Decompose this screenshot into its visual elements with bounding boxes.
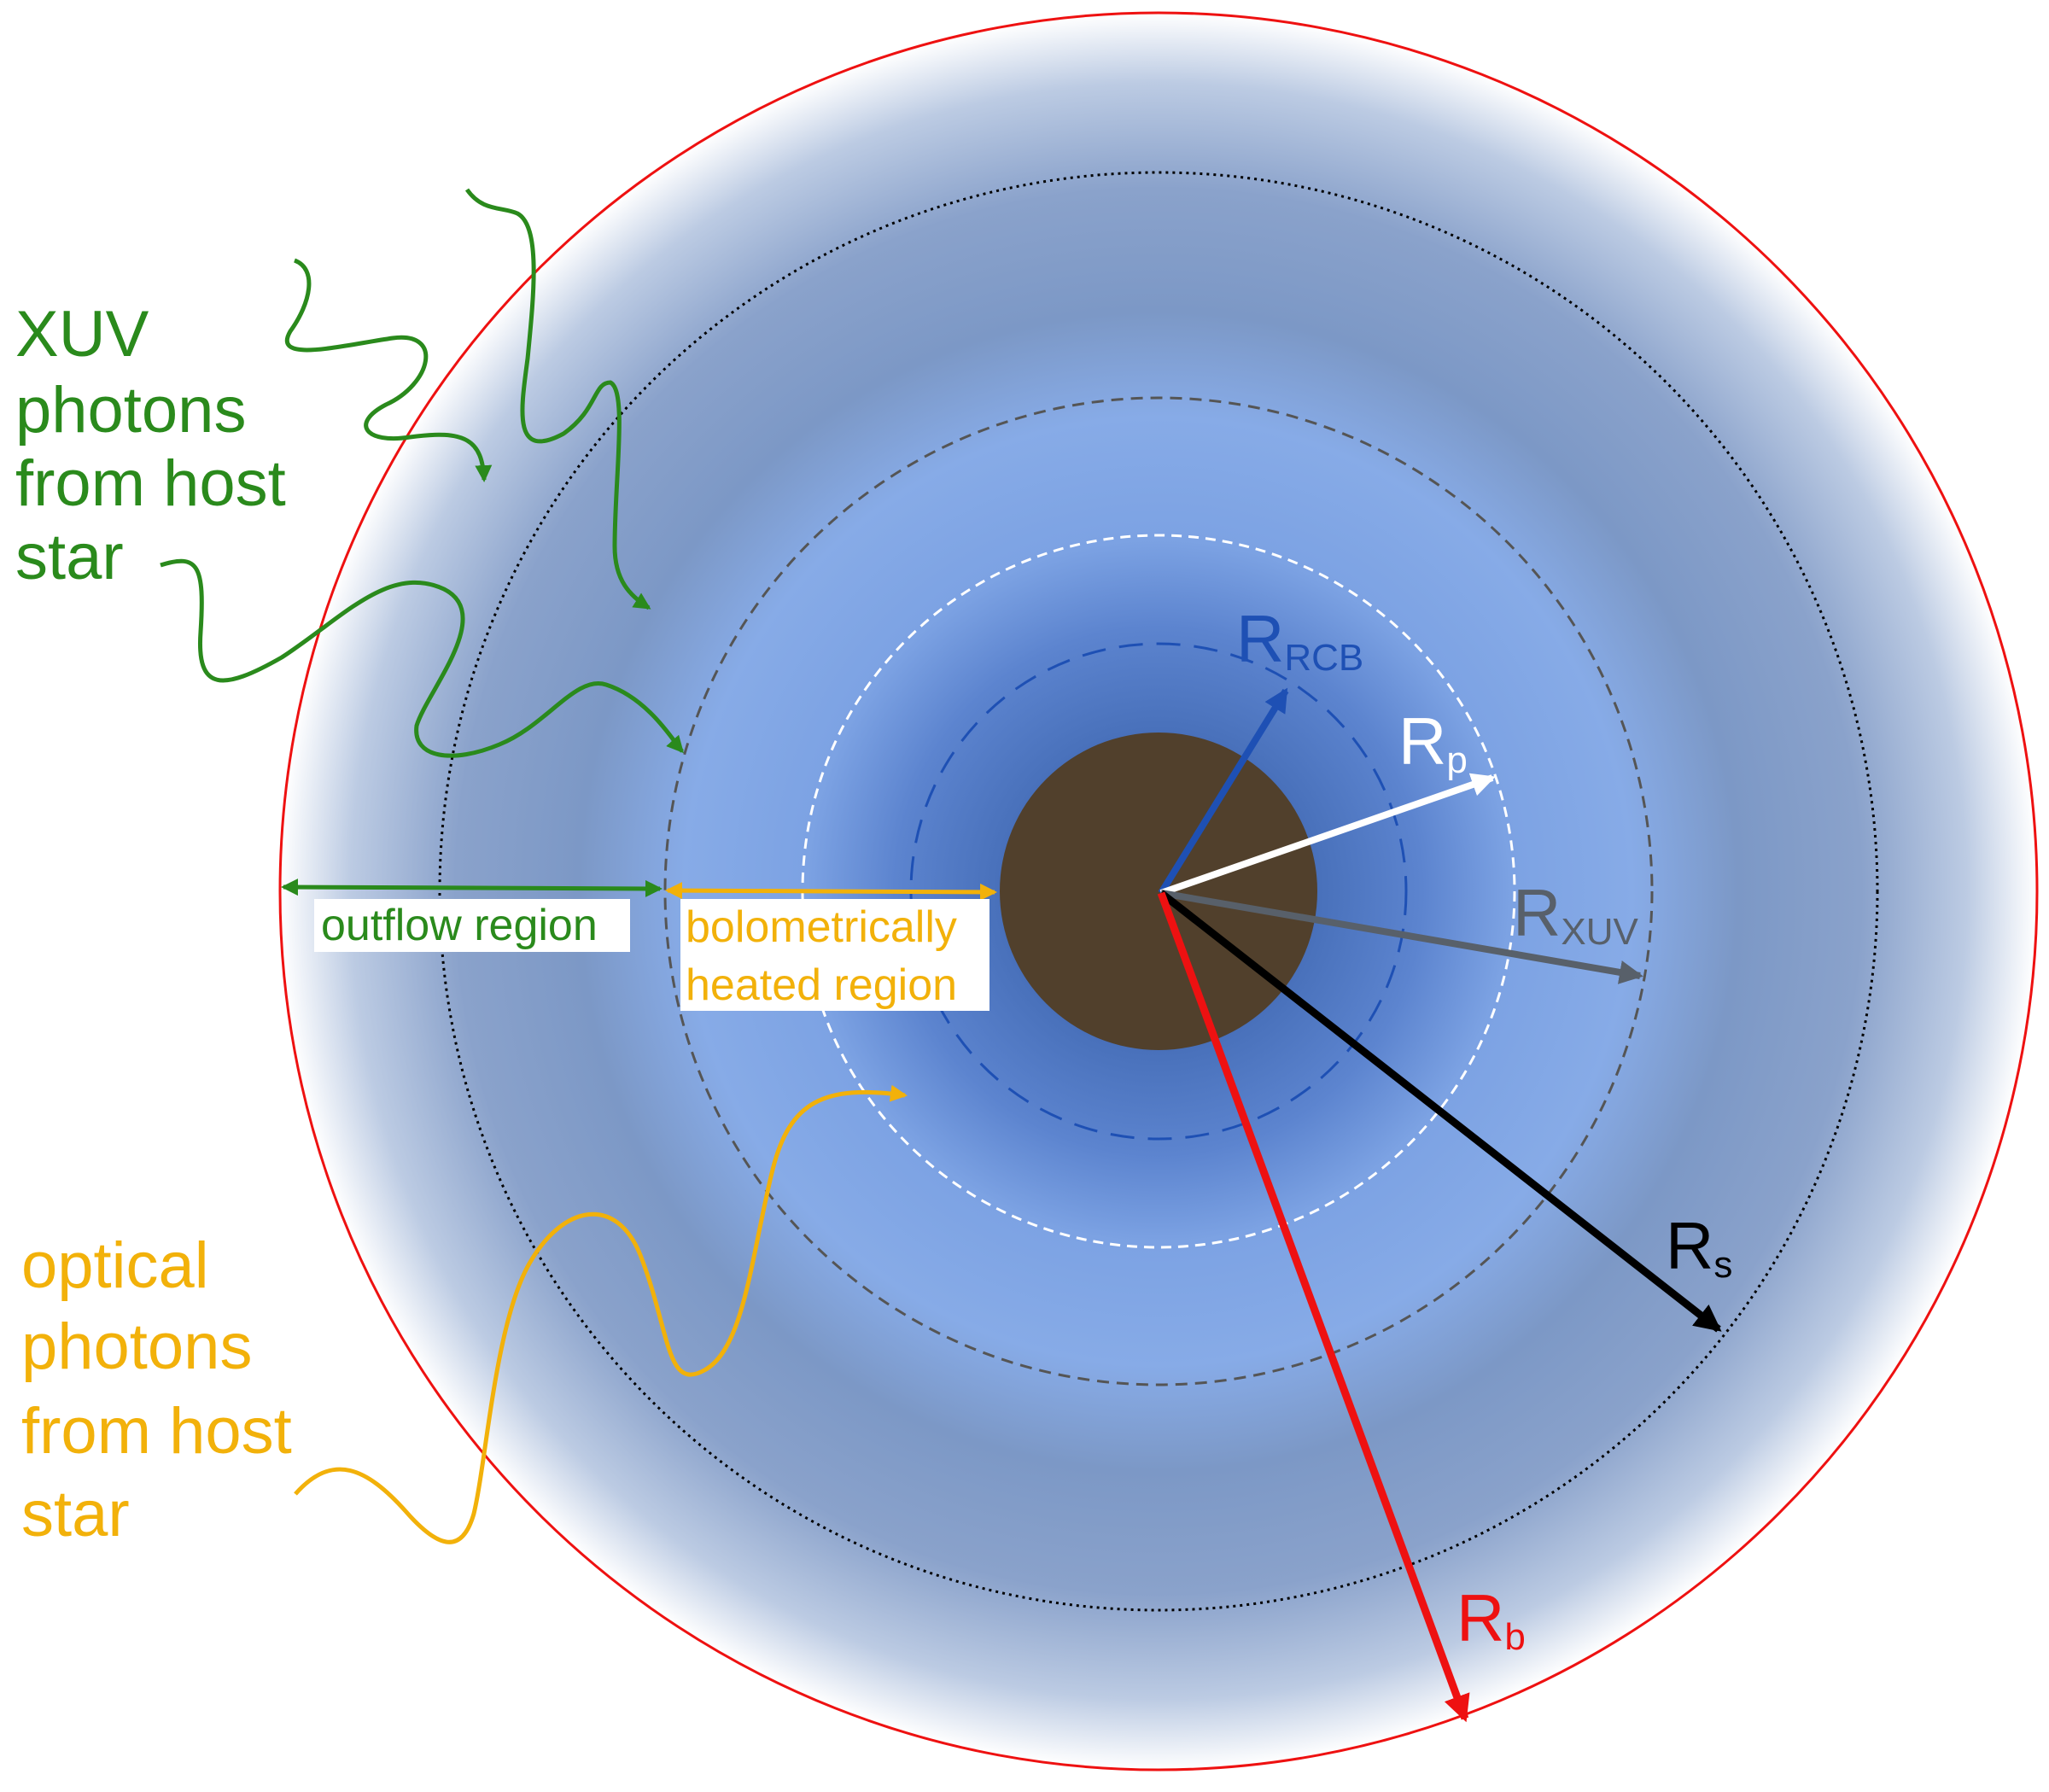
- rb-arrow: [1157, 891, 1470, 1723]
- xuv-photons-line-1: XUV: [15, 298, 149, 371]
- bolometric-region-arrow: [665, 882, 997, 901]
- rcb-label-main: R: [1236, 601, 1284, 676]
- rs-label-sub: s: [1713, 1244, 1732, 1286]
- rb-label-main: R: [1456, 1580, 1504, 1655]
- sonic-radius-circle: [438, 171, 1879, 1612]
- outflow-region-label: outflow region: [321, 901, 598, 950]
- xuv-photon-wave-2: [284, 258, 493, 482]
- bolometric-region-line-1: bolometrically: [686, 902, 957, 952]
- bondi-radius-circle: [278, 11, 2039, 1772]
- optical-photons-line-4: star: [21, 1478, 130, 1550]
- rs-arrow: [1159, 890, 1722, 1333]
- rs-label-main: R: [1666, 1208, 1713, 1283]
- rp-label-sub: p: [1446, 739, 1467, 781]
- xuv-radius-circle: [663, 396, 1654, 1386]
- rcb-arrow: [1158, 687, 1289, 896]
- rcb-label: RRCB: [1236, 601, 1363, 679]
- outflow-region-arrow: [281, 878, 663, 897]
- xuv-photon-wave-3: [160, 558, 685, 758]
- rp-label: Rp: [1398, 703, 1468, 781]
- xuv-photons-line-3: from host: [15, 447, 286, 520]
- rxuv-label-sub: XUV: [1561, 911, 1638, 953]
- rxuv-label-main: R: [1513, 875, 1561, 950]
- bolometric-region-line-2: heated region: [686, 960, 957, 1010]
- xuv-photons-line-4: star: [15, 521, 124, 593]
- outflow-label-box: [314, 899, 630, 952]
- rb-label-sub: b: [1504, 1616, 1525, 1658]
- rxuv-arrow: [1160, 890, 1643, 984]
- optical-photons-line-3: from host: [21, 1395, 292, 1468]
- rs-label: Rs: [1666, 1208, 1732, 1286]
- xuv-photons-label: XUV photons from host star: [15, 298, 286, 593]
- xuv-photons-line-2: photons: [15, 374, 246, 447]
- rp-arrow: [1159, 773, 1496, 896]
- optical-photons-line-1: optical: [21, 1229, 209, 1302]
- rcb-label-sub: RCB: [1284, 637, 1363, 679]
- optical-photon-wave: [294, 1084, 908, 1544]
- rp-label-main: R: [1398, 703, 1446, 779]
- rb-label: Rb: [1456, 1580, 1526, 1658]
- optical-photons-line-2: photons: [21, 1310, 252, 1383]
- xuv-photon-wave-1: [464, 188, 651, 610]
- rxuv-label: RXUV: [1513, 875, 1638, 953]
- optical-photons-label: optical photons from host star: [21, 1229, 292, 1550]
- bolometric-label-box: [680, 899, 989, 1011]
- rcb-radius-circle: [909, 642, 1408, 1141]
